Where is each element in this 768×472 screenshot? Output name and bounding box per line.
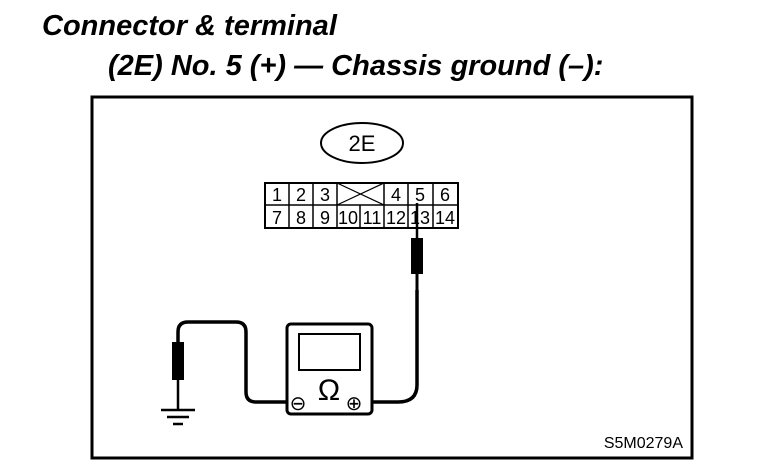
title-line-2: (2E) No. 5 (+) — Chassis ground (–):: [108, 50, 604, 82]
pin-label: 7: [272, 208, 282, 228]
pin-label: 12: [386, 208, 406, 228]
pin-label: 13: [410, 208, 430, 228]
negative-terminal-icon: ⊖: [290, 393, 307, 415]
pin-label: 3: [320, 185, 330, 205]
ohm-symbol: Ω: [318, 374, 340, 407]
pin-label: 14: [435, 208, 455, 228]
pin-label: 9: [320, 208, 330, 228]
pin-label: 5: [415, 185, 425, 205]
positive-terminal-icon: ⊕: [346, 393, 363, 415]
figure-code: S5M0279A: [604, 435, 683, 452]
pin-label: 4: [391, 185, 401, 205]
connector-label: 2E: [349, 131, 376, 156]
pin-label: 8: [296, 208, 306, 228]
connector-label-oval: [320, 122, 404, 164]
positive-probe[interactable]: [411, 203, 423, 292]
pin-label: 11: [363, 208, 382, 228]
pin-label: 1: [272, 185, 282, 205]
pin-label: 10: [338, 208, 358, 228]
negative-lead-wire: [176, 320, 290, 404]
title-line-1: Connector & terminal: [42, 10, 337, 42]
chassis-ground-icon: [161, 408, 195, 426]
positive-lead-wire: [358, 290, 419, 404]
connector-2e: 1 2 3 4 5 6 7 8 9 10 11 12 13 14: [264, 182, 459, 229]
figure-frame: [90, 95, 694, 460]
meter-display: [298, 333, 361, 371]
negative-probe[interactable]: [172, 342, 184, 410]
pin-label: 2: [296, 185, 306, 205]
pin-label: 6: [440, 185, 450, 205]
ohmmeter: Ω ⊖ ⊕: [285, 322, 374, 416]
